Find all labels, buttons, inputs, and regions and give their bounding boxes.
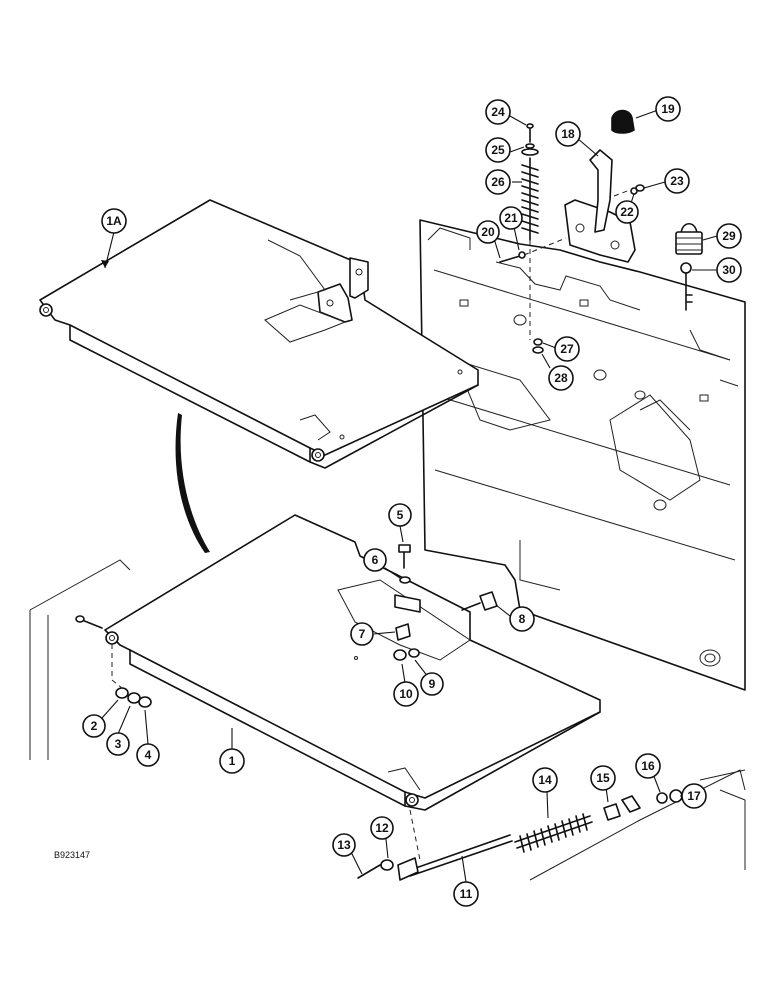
- svg-text:14: 14: [538, 773, 552, 787]
- latch-assembly: [499, 109, 645, 354]
- svg-text:18: 18: [561, 127, 575, 141]
- svg-text:19: 19: [661, 102, 675, 116]
- svg-text:1: 1: [229, 754, 236, 768]
- motion-arrow-icon: [175, 413, 210, 553]
- callout-leaders: [101, 109, 718, 883]
- spring-26-icon: [521, 148, 539, 241]
- svg-text:22: 22: [620, 205, 634, 219]
- svg-text:29: 29: [722, 229, 736, 243]
- callout-6: 6: [363, 548, 387, 572]
- callout-28: 28: [548, 365, 574, 391]
- callout-14: 14: [532, 767, 558, 793]
- svg-text:25: 25: [491, 143, 505, 157]
- svg-text:16: 16: [641, 759, 655, 773]
- svg-text:2: 2: [91, 719, 98, 733]
- callout-26: 26: [485, 169, 511, 195]
- padlock-icon: [675, 222, 703, 255]
- svg-text:9: 9: [429, 677, 436, 691]
- callout-18: 18: [555, 121, 581, 147]
- svg-text:12: 12: [375, 821, 389, 835]
- callout-8: 8: [509, 606, 535, 632]
- callout-29: 29: [716, 223, 742, 249]
- svg-text:8: 8: [519, 612, 526, 626]
- upper-floor-plate: [39, 199, 479, 469]
- figure-reference-number: B923147: [54, 850, 90, 860]
- callout-22: 22: [615, 200, 639, 224]
- svg-text:17: 17: [687, 789, 701, 803]
- svg-text:30: 30: [722, 263, 736, 277]
- callouts: 1A 1 2 3 4 5 6 7 8 9 10 11 12 13 14 15 1…: [82, 96, 742, 907]
- hardware: [75, 544, 683, 881]
- callout-30: 30: [716, 257, 742, 283]
- callout-24: 24: [485, 99, 511, 125]
- svg-text:5: 5: [397, 508, 404, 522]
- svg-text:7: 7: [359, 627, 366, 641]
- callout-16: 16: [635, 753, 661, 779]
- callout-1a: 1A: [101, 208, 127, 234]
- callout-4: 4: [136, 743, 160, 767]
- callout-17: 17: [681, 783, 707, 809]
- svg-text:11: 11: [460, 887, 473, 901]
- svg-text:26: 26: [491, 175, 505, 189]
- svg-text:27: 27: [560, 342, 574, 356]
- svg-text:3: 3: [115, 737, 122, 751]
- callout-2: 2: [82, 714, 106, 738]
- callout-5: 5: [388, 503, 412, 527]
- callout-10: 10: [393, 681, 419, 707]
- callout-9: 9: [420, 672, 444, 696]
- svg-text:1A: 1A: [106, 214, 122, 228]
- svg-text:4: 4: [145, 748, 152, 762]
- callout-1: 1: [219, 748, 245, 774]
- svg-text:6: 6: [372, 553, 379, 567]
- svg-text:13: 13: [337, 838, 351, 852]
- callout-12: 12: [370, 816, 394, 840]
- callout-3: 3: [106, 732, 130, 756]
- lower-floor-plate: [104, 514, 601, 811]
- svg-text:15: 15: [596, 771, 610, 785]
- svg-text:10: 10: [399, 687, 413, 701]
- callout-19: 19: [655, 96, 681, 122]
- svg-text:23: 23: [670, 174, 684, 188]
- key-icon: [680, 262, 693, 311]
- spring-14-icon: [514, 813, 593, 853]
- callout-11: 11: [453, 881, 479, 907]
- callout-23: 23: [664, 168, 690, 194]
- callout-25: 25: [485, 137, 511, 163]
- svg-text:24: 24: [491, 105, 505, 119]
- callout-21: 21: [499, 206, 523, 230]
- callout-15: 15: [590, 765, 616, 791]
- callout-27: 27: [554, 336, 580, 362]
- callout-7: 7: [350, 622, 374, 646]
- back-panel: [419, 219, 746, 691]
- callout-13: 13: [332, 833, 356, 857]
- callout-20: 20: [476, 220, 500, 244]
- svg-text:28: 28: [554, 371, 568, 385]
- svg-text:20: 20: [481, 225, 495, 239]
- svg-text:21: 21: [504, 211, 518, 225]
